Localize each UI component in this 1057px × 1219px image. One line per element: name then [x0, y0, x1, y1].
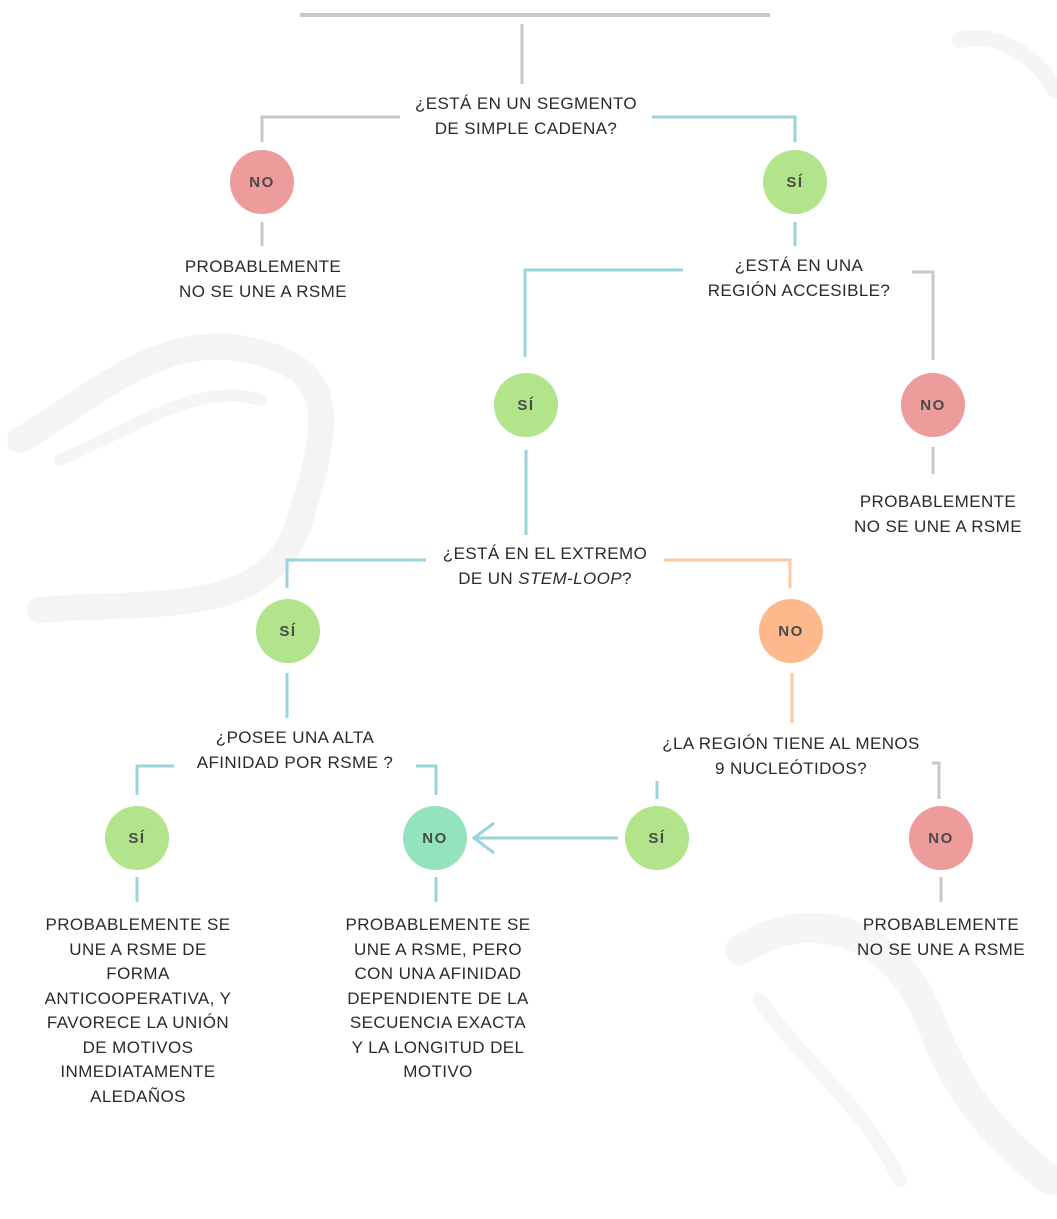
- question-min-nucleotides: ¿LA REGIÓN TIENE AL MENOS 9 NUCLEÓTIDOS?: [650, 732, 932, 781]
- node-no-single-strand[interactable]: NO: [230, 150, 294, 214]
- question-single-strand: ¿ESTÁ EN UN SEGMENTO DE SIMPLE CADENA?: [400, 92, 652, 141]
- node-si-min-nucleotides[interactable]: SÍ: [625, 806, 689, 870]
- node-si-accessible[interactable]: SÍ: [494, 373, 558, 437]
- node-si-high-affinity[interactable]: SÍ: [105, 806, 169, 870]
- background-strand-decoration: [7, 30, 1057, 1195]
- node-no-accessible[interactable]: NO: [901, 373, 965, 437]
- result-anticooperative: PROBABLEMENTE SE UNE A RSME DE FORMA ANT…: [44, 915, 232, 1106]
- result-not-single-strand: PROBABLEMENTE NO SE UNE A RSME: [179, 257, 347, 301]
- node-no-high-affinity[interactable]: NO: [403, 806, 467, 870]
- node-no-stem-loop[interactable]: NO: [759, 599, 823, 663]
- result-too-short: PROBABLEMENTE NO SE UNE A RSME: [857, 915, 1025, 959]
- question-stem-loop-end: ¿ESTÁ EN EL EXTREMO DE UN STEM-LOOP?: [426, 542, 664, 591]
- node-si-stem-loop[interactable]: SÍ: [256, 599, 320, 663]
- node-no-min-nucleotides[interactable]: NO: [909, 806, 973, 870]
- result-sequence-dependent: PROBABLEMENTE SE UNE A RSME, PERO CON UN…: [345, 915, 531, 1081]
- question-accessible-region: ¿ESTÁ EN UNA REGIÓN ACCESIBLE?: [686, 254, 912, 303]
- result-not-accessible: PROBABLEMENTE NO SE UNE A RSME: [854, 492, 1022, 536]
- question-high-affinity: ¿POSEE UNA ALTA AFINIDAD POR RSME ?: [174, 726, 416, 775]
- node-si-single-strand[interactable]: SÍ: [763, 150, 827, 214]
